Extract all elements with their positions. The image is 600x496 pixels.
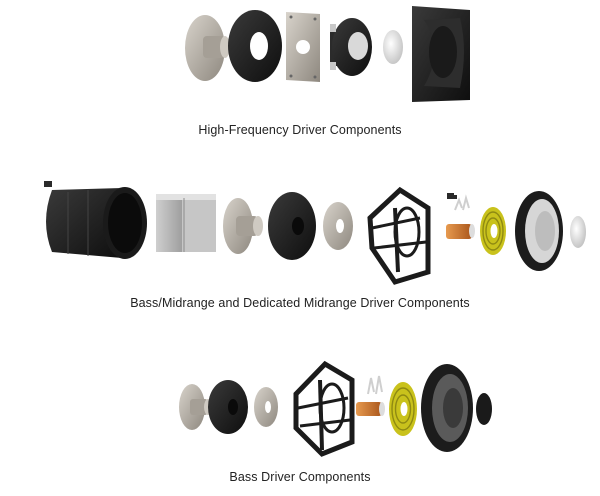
basket-frame-part <box>293 360 355 457</box>
tweeter-dome-part <box>383 30 403 64</box>
cone-part <box>421 364 473 452</box>
high-frequency-parts <box>185 6 470 102</box>
spider-part <box>389 382 417 436</box>
magnet-part <box>228 10 282 82</box>
damping-foam-part <box>156 194 216 252</box>
front-plate-part <box>286 12 320 82</box>
reference-tag-marker <box>44 181 53 187</box>
dust-cap-part <box>476 393 492 425</box>
magnet-part <box>268 192 316 260</box>
bass-midrange-caption: Bass/Midrange and Dedicated Midrange Dri… <box>130 296 470 310</box>
pole-plate-part <box>179 384 212 430</box>
basket-frame-part <box>367 186 431 285</box>
magnet-part <box>208 380 248 434</box>
high-frequency-caption: High-Frequency Driver Components <box>198 123 402 137</box>
voice-coil-part <box>356 375 385 416</box>
bass-midrange-parts <box>46 186 586 285</box>
cone-part <box>515 191 563 271</box>
voice-coil-part <box>446 194 475 239</box>
enclosure-cup-part <box>46 187 147 259</box>
reference-tag-marker <box>447 193 454 199</box>
spider-part <box>480 207 506 255</box>
diaphragm-assembly-part <box>330 18 372 76</box>
pole-plate-part <box>223 198 263 254</box>
waveguide-faceplate-part <box>412 6 470 102</box>
bass-driver-caption: Bass Driver Components <box>229 470 371 484</box>
top-plate-part <box>323 202 353 250</box>
pole-plate-part <box>185 15 230 81</box>
dust-cap-part <box>570 216 586 248</box>
top-plate-part <box>254 387 278 427</box>
bass-driver-parts <box>179 360 492 457</box>
